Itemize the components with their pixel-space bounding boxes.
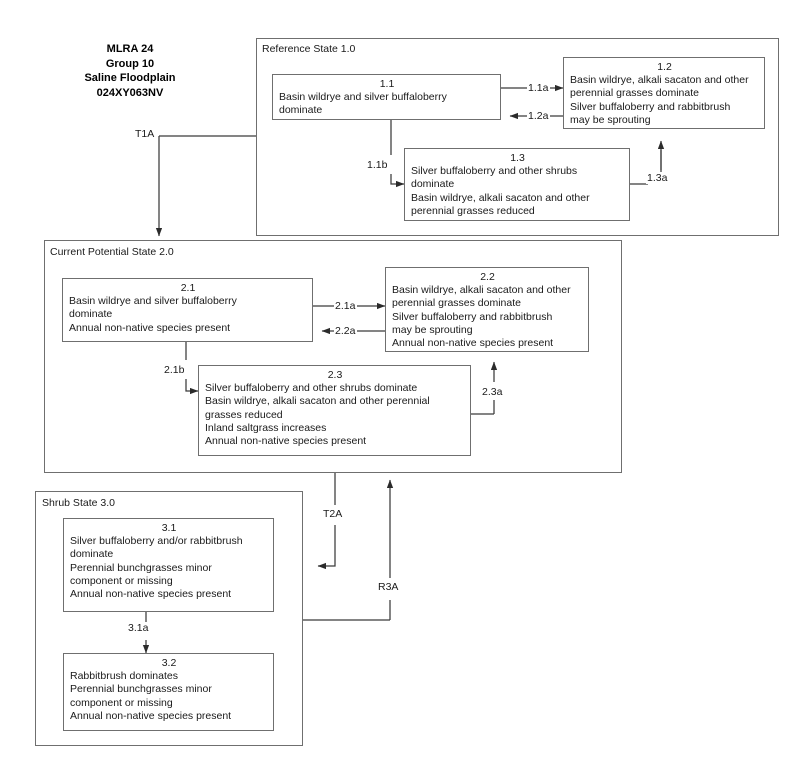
edge-label-2-2a: 2.2a (334, 325, 357, 337)
phase-number-3-1: 3.1 (161, 522, 177, 534)
phase-number-1-3: 1.3 (510, 152, 525, 164)
phase-box-3-2: 3.2 Rabbitbrush dominates Perennial bunc… (63, 653, 274, 731)
edge-label-1-2a: 1.2a (527, 110, 550, 122)
state-box-current-potential-2-0 (44, 240, 622, 473)
phase-text-2-3: Silver buffaloberry and other shrubs dom… (205, 382, 430, 448)
phase-box-2-1: 2.1 Basin wildrye and silver buffaloberr… (62, 278, 313, 342)
phase-text-1-1: Basin wildrye and silver buffaloberry do… (279, 91, 447, 117)
state-title-reference-1-0: Reference State 1.0 (262, 43, 356, 55)
page-title: MLRA 24 Group 10 Saline Floodplain 024XY… (84, 43, 176, 99)
phase-text-1-2: Basin wildrye, alkali sacaton and other … (570, 74, 749, 126)
edge-label-r3a: R3A (377, 581, 400, 593)
state-title-shrub-3-0: Shrub State 3.0 (42, 497, 115, 509)
phase-box-1-3: 1.3 Silver buffaloberry and other shrubs… (404, 148, 630, 221)
phase-text-2-1: Basin wildrye and silver buffaloberry do… (69, 295, 237, 334)
edge-label-2-1a: 2.1a (334, 300, 357, 312)
state-title-current-potential-2-0: Current Potential State 2.0 (50, 246, 174, 258)
edge-label-2-1b: 2.1b (163, 364, 186, 376)
phase-number-1-1: 1.1 (379, 78, 395, 90)
edge-label-3-1a: 3.1a (127, 622, 150, 634)
phase-number-2-2: 2.2 (480, 271, 495, 283)
edge-label-1-1b: 1.1b (366, 159, 389, 171)
phase-number-2-3: 2.3 (327, 369, 343, 381)
edge-label-t1a: T1A (134, 128, 156, 140)
phase-box-1-2: 1.2 Basin wildrye, alkali sacaton and ot… (563, 57, 765, 129)
edge-label-1-1a: 1.1a (527, 82, 550, 94)
state-box-reference-1-0 (256, 38, 779, 236)
connector-r3a (303, 479, 394, 621)
edge-label-1-3a: 1.3a (646, 172, 669, 184)
phase-box-2-2: 2.2 Basin wildrye, alkali sacaton and ot… (385, 267, 589, 352)
phase-box-3-1: 3.1 Silver buffaloberry and/or rabbitbru… (63, 518, 274, 612)
phase-text-3-1: Silver buffaloberry and/or rabbitbrush d… (70, 535, 243, 601)
phase-box-2-3: 2.3 Silver buffaloberry and other shrubs… (198, 365, 471, 456)
phase-number-1-2: 1.2 (657, 61, 672, 73)
connector-t1a (155, 135, 256, 237)
state-box-shrub-3-0 (35, 491, 303, 746)
edge-label-t2a: T2A (322, 508, 344, 520)
phase-text-3-2: Rabbitbrush dominates Perennial bunchgra… (70, 670, 232, 722)
edge-label-2-3a: 2.3a (481, 386, 504, 398)
phase-text-2-2: Basin wildrye, alkali sacaton and other … (392, 284, 571, 350)
phase-number-2-1: 2.1 (180, 282, 196, 294)
phase-box-1-1: 1.1 Basin wildrye and silver buffaloberr… (272, 74, 501, 120)
phase-text-1-3: Silver buffaloberry and other shrubs dom… (411, 165, 590, 217)
phase-number-3-2: 3.2 (161, 657, 177, 669)
